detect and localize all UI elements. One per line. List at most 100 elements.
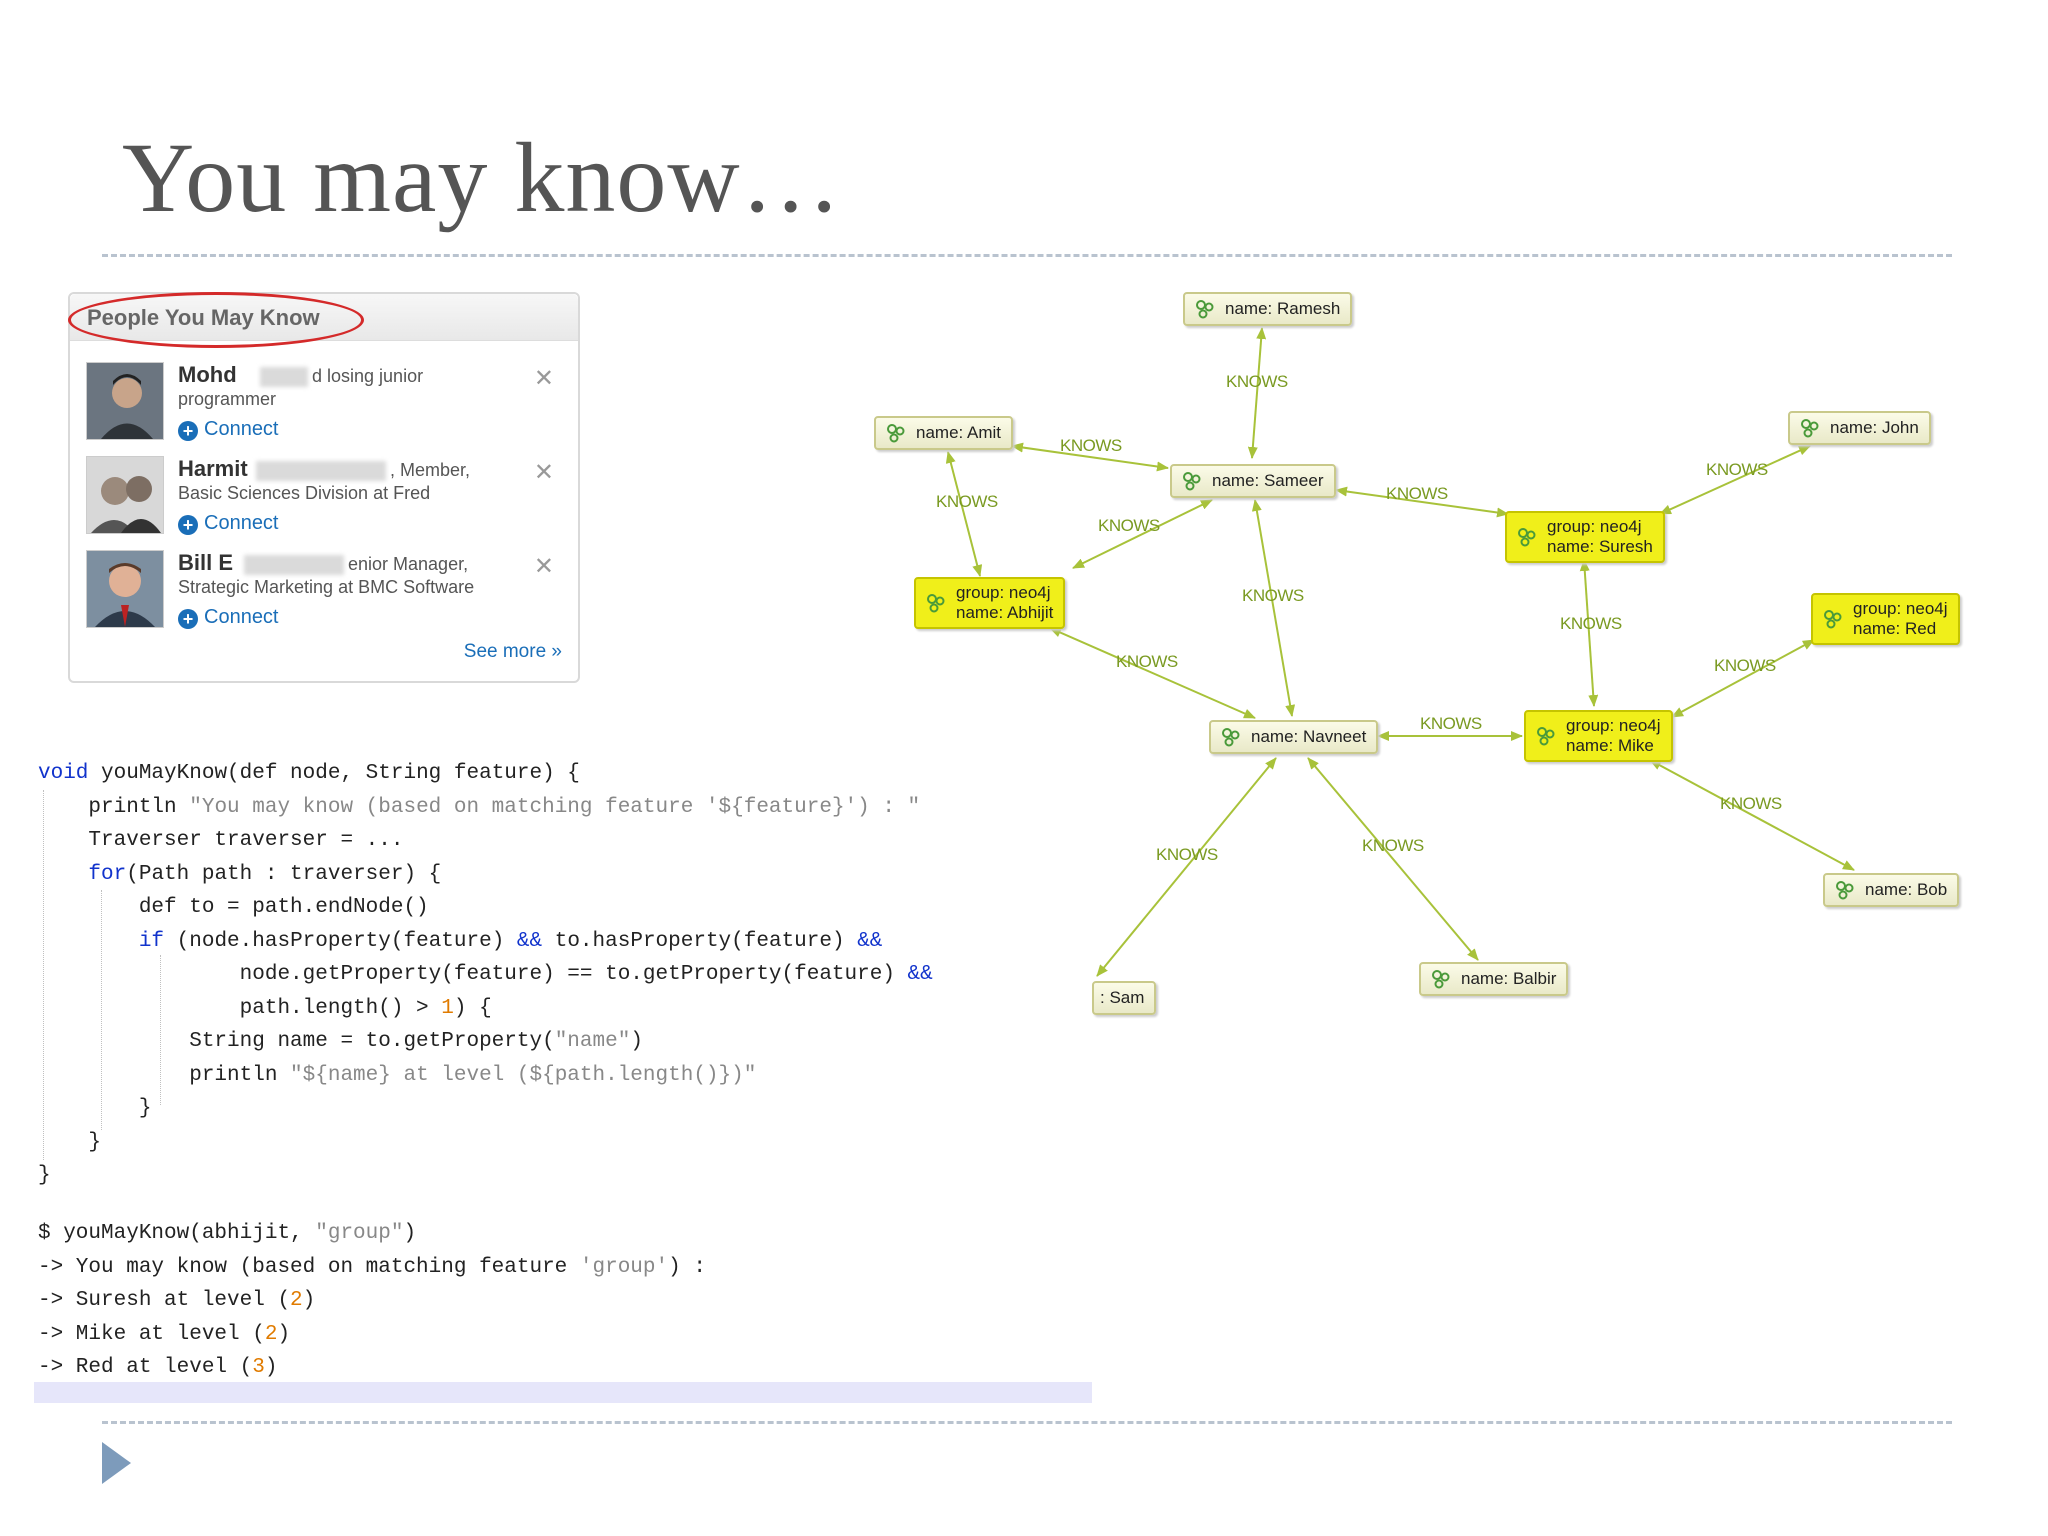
edge-label: KNOWS (1420, 714, 1482, 734)
graph-node-navneet[interactable]: name: Navneet (1209, 720, 1378, 754)
node-icon (1182, 471, 1202, 491)
code-line: } (38, 1097, 151, 1120)
code-line: } (38, 1164, 51, 1187)
red-highlight-oval (68, 292, 364, 348)
edge-label: KNOWS (1116, 652, 1178, 672)
edge-label: KNOWS (936, 492, 998, 512)
node-icon (1517, 527, 1537, 547)
connect-button[interactable]: +Connect (178, 418, 279, 441)
suggestion-item: Harmit , Member, Basic Sciences Division… (86, 456, 566, 542)
graph-edge (1255, 500, 1292, 716)
graph-node-john[interactable]: name: John (1788, 411, 1931, 445)
graph-node-ramesh[interactable]: name: Ramesh (1183, 292, 1352, 326)
graph-edge (948, 452, 980, 576)
dismiss-button[interactable]: ✕ (534, 458, 554, 487)
edge-label: KNOWS (1242, 586, 1304, 606)
avatar (86, 456, 164, 534)
node-label: name: John (1830, 418, 1919, 438)
graph-node-balbir[interactable]: name: Balbir (1419, 962, 1568, 996)
node-icon (1835, 880, 1855, 900)
code-line: } (38, 1131, 101, 1154)
connect-button[interactable]: +Connect (178, 606, 279, 629)
edge-label: KNOWS (1714, 656, 1776, 676)
node-label: name: Navneet (1251, 727, 1366, 747)
widget-header: People You May Know (70, 294, 578, 341)
top-divider (102, 254, 1952, 257)
graph-edge (1672, 640, 1814, 717)
person-headline: enior Manager, Strategic Marketing at BM… (178, 553, 478, 599)
suggestion-item: Bill E enior Manager, Strategic Marketin… (86, 550, 566, 636)
node-label: group: neo4j (1547, 517, 1642, 537)
plus-icon: + (178, 515, 198, 535)
node-label: name: Bob (1865, 880, 1947, 900)
plus-icon: + (178, 609, 198, 629)
code-line: println "${name} at level (${path.length… (38, 1064, 756, 1087)
output-line: $ youMayKnow(abhijit, "group") (38, 1222, 416, 1245)
node-icon (886, 423, 906, 443)
node-icon (1221, 727, 1241, 747)
avatar (86, 362, 164, 440)
code-line: node.getProperty(feature) == to.getPrope… (38, 963, 933, 986)
node-icon (1431, 969, 1451, 989)
code-line: String name = to.getProperty("name") (38, 1030, 643, 1053)
graph-edge (1308, 758, 1478, 960)
graph-edge (1660, 446, 1810, 514)
blurred-text (260, 367, 308, 387)
node-label: group: neo4j (956, 583, 1051, 603)
node-label: group: neo4j (1566, 716, 1661, 736)
node-label: : Sam (1100, 988, 1144, 1008)
person-headline: d losing junior programmer (178, 365, 478, 411)
code-line: def to = path.endNode() (38, 896, 429, 919)
node-icon (1536, 726, 1556, 746)
code-line: println "You may know (based on matching… (38, 796, 920, 819)
play-arrow-icon[interactable] (102, 1442, 131, 1484)
code-line: if (node.hasProperty(feature) && to.hasP… (38, 930, 882, 953)
edge-label: KNOWS (1060, 436, 1122, 456)
connect-button[interactable]: +Connect (178, 512, 279, 535)
graph-node-amit[interactable]: name: Amit (874, 416, 1013, 450)
edge-label: KNOWS (1098, 516, 1160, 536)
graph-node-sameer[interactable]: name: Sameer (1170, 464, 1336, 498)
node-label: name: Mike (1566, 736, 1654, 756)
blurred-text (256, 461, 386, 481)
code-line: path.length() > 1) { (38, 997, 492, 1020)
graph-edge (1050, 628, 1255, 718)
code-line: void youMayKnow(def node, String feature… (38, 762, 580, 785)
dismiss-button[interactable]: ✕ (534, 364, 554, 393)
node-label: name: Abhijit (956, 603, 1053, 623)
output-line: -> Suresh at level (2) (38, 1289, 315, 1312)
edge-label: KNOWS (1706, 460, 1768, 480)
graph-edge (1650, 760, 1854, 870)
suggestion-item: Mohd d losing junior programmer +Connect… (86, 362, 566, 448)
slide-title: You may know… (122, 120, 842, 235)
node-label: name: Suresh (1547, 537, 1653, 557)
node-label: name: Balbir (1461, 969, 1556, 989)
node-label: name: Red (1853, 619, 1936, 639)
output-line: -> You may know (based on matching featu… (38, 1256, 706, 1279)
node-label: name: Amit (916, 423, 1001, 443)
graph-edge (1252, 328, 1262, 458)
plus-icon: + (178, 421, 198, 441)
avatar (86, 550, 164, 628)
see-more-link[interactable]: See more » (464, 641, 562, 663)
node-label: name: Sameer (1212, 471, 1324, 491)
edge-label: KNOWS (1560, 614, 1622, 634)
edge-label: KNOWS (1226, 372, 1288, 392)
graph-node-bob[interactable]: name: Bob (1823, 873, 1959, 907)
node-label: name: Ramesh (1225, 299, 1340, 319)
bottom-divider (102, 1421, 1952, 1424)
people-you-may-know-widget: People You May Know Mohd d losing junior… (68, 292, 580, 683)
dismiss-button[interactable]: ✕ (534, 552, 554, 581)
graph-edge (1097, 758, 1276, 976)
current-line-highlight (34, 1382, 1092, 1403)
code-line: Traverser traverser = ... (38, 829, 403, 852)
edge-label: KNOWS (1362, 836, 1424, 856)
blurred-text (244, 555, 344, 575)
edge-label: KNOWS (1386, 484, 1448, 504)
graph-node-sam[interactable]: : Sam (1092, 981, 1156, 1015)
person-headline: , Member, Basic Sciences Division at Fre… (178, 459, 478, 505)
